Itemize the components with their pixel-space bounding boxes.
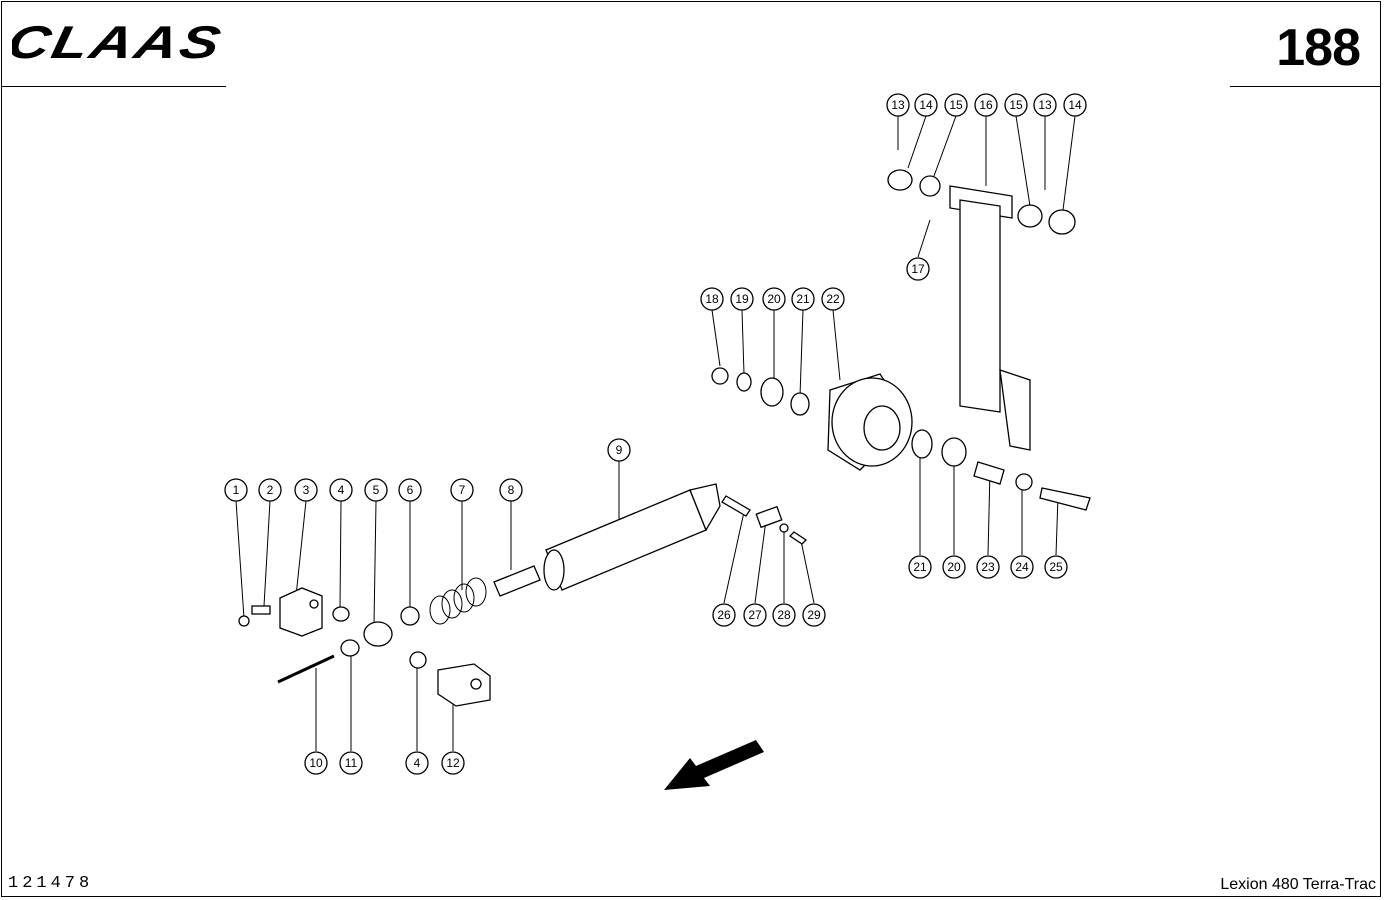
svg-text:20: 20	[947, 560, 961, 574]
svg-text:14: 14	[1068, 98, 1082, 112]
svg-text:11: 11	[345, 756, 358, 770]
svg-text:3: 3	[303, 483, 310, 497]
callout-26: 26	[712, 603, 736, 627]
callout-4a: 4	[329, 478, 353, 502]
svg-text:15: 15	[1009, 98, 1023, 112]
swing-arm	[887, 169, 1076, 451]
callout-23: 23	[976, 555, 1000, 579]
callout-5: 5	[364, 478, 388, 502]
callout-8: 8	[499, 478, 523, 502]
svg-text:12: 12	[446, 756, 460, 770]
svg-text:13: 13	[891, 98, 905, 112]
svg-text:4: 4	[338, 483, 345, 497]
callout-22: 22	[821, 287, 845, 311]
page-number: 188	[1276, 19, 1361, 77]
callout-9: 9	[607, 438, 631, 462]
callout-7: 7	[450, 478, 474, 502]
callout-20a: 20	[762, 287, 786, 311]
hydraulic-cylinder	[543, 483, 808, 591]
svg-text:21: 21	[913, 560, 927, 574]
svg-text:13: 13	[1038, 98, 1052, 112]
callout-14a: 14	[914, 93, 938, 117]
svg-text:7: 7	[459, 483, 466, 497]
callout-15b: 15	[1004, 93, 1028, 117]
svg-text:9: 9	[616, 443, 623, 457]
header-rule-right	[1230, 86, 1380, 87]
svg-text:18: 18	[705, 292, 719, 306]
svg-text:29: 29	[807, 608, 821, 622]
drawing-number: 121478	[8, 874, 94, 893]
svg-text:28: 28	[777, 608, 791, 622]
arrow-icon	[664, 740, 764, 790]
svg-text:24: 24	[1015, 560, 1029, 574]
model-caption: Lexion 480 Terra-Trac	[1220, 876, 1376, 893]
callout-4b: 4	[405, 751, 429, 775]
brand-logo: CLAAS	[12, 16, 227, 66]
svg-text:2: 2	[267, 483, 274, 497]
leader-lines	[235, 115, 1076, 751]
callout-25: 25	[1044, 555, 1068, 579]
svg-text:6: 6	[407, 483, 414, 497]
callout-13b: 13	[1033, 93, 1057, 117]
svg-text:17: 17	[911, 262, 925, 276]
callout-10: 10	[304, 751, 328, 775]
callout-3: 3	[294, 478, 318, 502]
callout-18: 18	[700, 287, 724, 311]
svg-text:25: 25	[1049, 560, 1063, 574]
callout-21b: 21	[908, 555, 932, 579]
svg-text:5: 5	[373, 483, 380, 497]
brand-wordmark: CLAAS	[12, 16, 227, 66]
callout-markers: 1 2 3 4 5 6 7 8 9 10 11 4 12 13 14 15 16…	[224, 93, 1087, 775]
callout-20b: 20	[942, 555, 966, 579]
callout-16: 16	[974, 93, 998, 117]
callout-2: 2	[258, 478, 282, 502]
header-rule-left	[1, 86, 226, 87]
callout-29: 29	[802, 603, 826, 627]
svg-text:1: 1	[233, 483, 240, 497]
svg-text:27: 27	[748, 608, 762, 622]
callout-11: 11	[339, 751, 363, 775]
callout-13a: 13	[886, 93, 910, 117]
callout-24: 24	[1010, 555, 1034, 579]
svg-text:26: 26	[717, 608, 731, 622]
callout-17: 17	[906, 257, 930, 281]
callout-14b: 14	[1063, 93, 1087, 117]
callout-21a: 21	[791, 287, 815, 311]
svg-text:14: 14	[919, 98, 933, 112]
callout-12: 12	[441, 751, 465, 775]
svg-text:4: 4	[414, 756, 421, 770]
svg-text:21: 21	[796, 292, 810, 306]
claas-logo-icon: CLAAS	[12, 16, 227, 66]
svg-text:19: 19	[735, 292, 749, 306]
callout-6: 6	[398, 478, 422, 502]
svg-text:23: 23	[981, 560, 995, 574]
callout-15a: 15	[944, 93, 968, 117]
idler-pulley	[711, 367, 1091, 511]
callout-27: 27	[743, 603, 767, 627]
svg-text:20: 20	[767, 292, 781, 306]
callout-1: 1	[224, 478, 248, 502]
svg-text:10: 10	[309, 756, 323, 770]
svg-text:16: 16	[979, 98, 993, 112]
svg-text:8: 8	[508, 483, 515, 497]
left-parts	[238, 565, 541, 707]
callout-28: 28	[772, 603, 796, 627]
svg-text:22: 22	[826, 292, 840, 306]
svg-text:15: 15	[949, 98, 963, 112]
callout-19: 19	[730, 287, 754, 311]
